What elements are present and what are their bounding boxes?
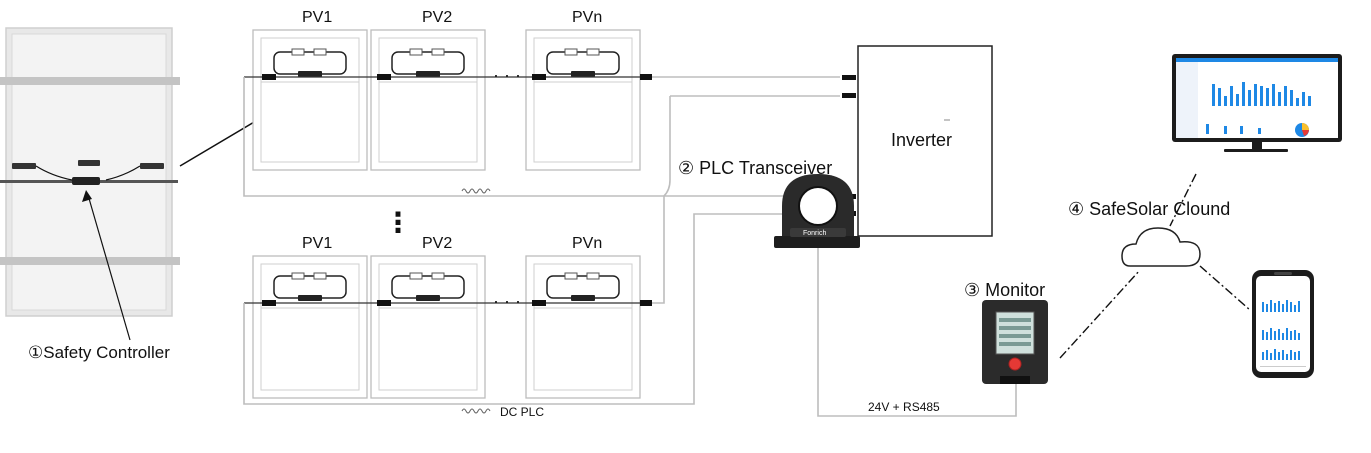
label-dc-plc: DC PLC — [500, 405, 544, 419]
pv-module-bottom-1 — [252, 255, 368, 399]
cloud-icon — [1121, 227, 1201, 267]
label-safety-controller: ①Safety Controller — [28, 343, 170, 362]
dc-wiring — [243, 76, 1017, 417]
signal-wave-top — [461, 188, 491, 194]
pv-module-bottom-n — [525, 255, 641, 399]
label-plc-transceiver: ② PLC Transceiver — [678, 158, 832, 178]
pv-string-bottom: · · · — [244, 255, 652, 399]
wireless-links — [1059, 173, 1251, 359]
label-pv1-top: PV1 — [302, 9, 332, 26]
label-pv2-bottom: PV2 — [422, 235, 452, 252]
ellipsis-row-top: · · · — [493, 65, 521, 85]
label-pvn-bottom: PVn — [572, 235, 602, 252]
label-inverter: Inverter — [891, 130, 952, 150]
label-monitor: ③ Monitor — [964, 280, 1045, 300]
pv-module-top-2 — [370, 29, 486, 171]
pv-string-top: · · · — [244, 29, 652, 171]
label-pv1-bottom: PV1 — [302, 235, 332, 252]
ellipsis-row-bottom: · · · — [493, 291, 521, 311]
label-power-bus: 24V + RS485 — [868, 400, 940, 414]
safety-controller-device — [72, 177, 100, 185]
pv-module-top-n — [525, 29, 641, 171]
label-pv2-top: PV2 — [422, 9, 452, 26]
pointer-safety-controller — [82, 190, 131, 341]
smartphone-icon — [1252, 270, 1314, 378]
label-cloud: ④ SafeSolar Clound — [1068, 199, 1230, 219]
solar-panel-large — [0, 27, 180, 317]
plc-transceiver-device: Fonrich — [774, 174, 860, 248]
label-pvn-top: PVn — [572, 9, 602, 26]
signal-wave-bottom — [461, 408, 491, 414]
transceiver-brand: Fonrich — [803, 230, 826, 237]
pv-module-bottom-2 — [370, 255, 486, 399]
monitor-device — [982, 300, 1048, 384]
pv-module-top-1 — [252, 29, 368, 171]
desktop-monitor-icon — [1172, 54, 1342, 152]
inverter-box — [857, 45, 993, 237]
ellipsis-column: ⋮ — [384, 207, 412, 238]
